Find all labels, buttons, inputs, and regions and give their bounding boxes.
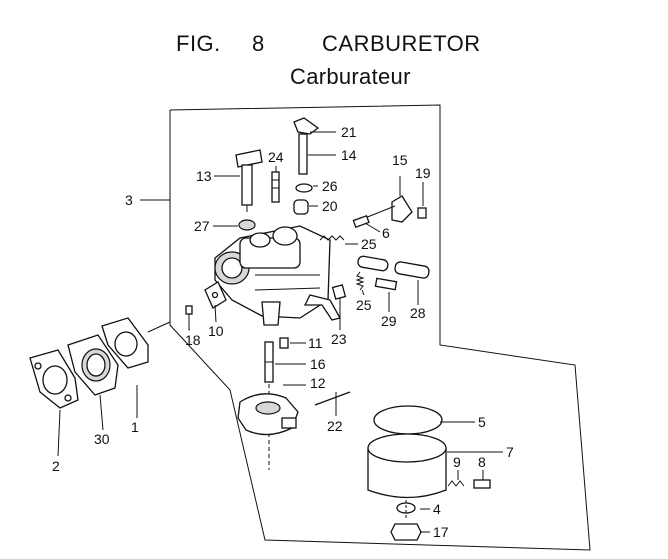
figure-prefix: FIG. xyxy=(176,31,221,56)
part-screw-23 xyxy=(331,284,347,300)
callout-28: 28 xyxy=(410,305,426,321)
callout-13: 13 xyxy=(196,168,212,184)
part-seal-20 xyxy=(293,199,309,215)
callout-8: 8 xyxy=(478,454,486,470)
callout-5: 5 xyxy=(478,414,486,430)
part-screw-19 xyxy=(417,207,427,219)
part-gasket-1 xyxy=(101,317,149,369)
leader-25-lower xyxy=(361,289,365,296)
callout-2: 2 xyxy=(52,458,60,474)
leader-10 xyxy=(214,304,217,323)
assembly-boundary xyxy=(169,104,591,551)
callout-16: 16 xyxy=(310,356,326,372)
part-screw-8 xyxy=(473,479,491,489)
part-gasket-2 xyxy=(29,349,79,409)
part-throttle-shaft-13 xyxy=(235,149,263,212)
part-jet-11 xyxy=(279,337,289,349)
part-float-12 xyxy=(237,393,299,436)
part-gasket-5 xyxy=(373,405,443,435)
part-spring-25-lower xyxy=(355,271,365,291)
part-screw-24 xyxy=(271,171,280,203)
part-float-bowl-7 xyxy=(367,433,447,499)
callout-18: 18 xyxy=(185,332,201,348)
part-spring-25-upper xyxy=(319,235,345,241)
part-spring-9 xyxy=(447,480,465,487)
part-pin-28 xyxy=(394,261,430,279)
part-ring-27 xyxy=(238,219,256,231)
part-pin-29 xyxy=(357,255,398,291)
callout-21: 21 xyxy=(341,124,357,140)
callout-4: 4 xyxy=(433,501,441,517)
callout-10: 10 xyxy=(208,323,224,339)
part-nozzle-16 xyxy=(264,341,274,383)
callout-3: 3 xyxy=(125,192,133,208)
carburetor-body xyxy=(214,225,341,326)
callout-12: 12 xyxy=(310,375,326,391)
part-pin-22 xyxy=(314,391,351,406)
part-screw-18 xyxy=(185,305,193,330)
leader-assembly-link xyxy=(147,321,171,333)
leader-2 xyxy=(57,409,61,457)
leader-6 xyxy=(364,222,381,233)
part-bolt-17 xyxy=(390,523,422,541)
leader-30 xyxy=(99,394,104,431)
callout-14: 14 xyxy=(341,147,357,163)
callout-27: 27 xyxy=(194,218,210,234)
callout-26: 26 xyxy=(322,178,338,194)
callout-1: 1 xyxy=(131,419,139,435)
callout-7: 7 xyxy=(506,444,514,460)
figure-title: FIG. 8 CARBURETOR xyxy=(176,31,481,57)
callout-24: 24 xyxy=(268,149,284,165)
callout-19: 19 xyxy=(415,165,431,181)
part-plate-10 xyxy=(204,281,227,309)
callout-17: 17 xyxy=(433,524,449,540)
callout-9: 9 xyxy=(453,454,461,470)
figure-number: 8 xyxy=(252,31,265,56)
part-choke-plate-15 xyxy=(359,195,413,223)
callout-11: 11 xyxy=(308,335,323,351)
callout-22: 22 xyxy=(327,418,343,434)
callout-29: 29 xyxy=(381,313,397,329)
figure-subtitle: Carburateur xyxy=(290,64,411,89)
callout-15: 15 xyxy=(392,152,408,168)
callout-6: 6 xyxy=(382,225,390,241)
callout-23: 23 xyxy=(331,331,347,347)
part-ring-26 xyxy=(295,183,313,193)
callout-25-lower: 25 xyxy=(356,297,372,313)
figure-name: CARBURETOR xyxy=(322,31,481,56)
part-screw-6 xyxy=(352,214,370,228)
callout-25-upper: 25 xyxy=(361,236,377,252)
part-insulator-30 xyxy=(67,334,119,396)
part-choke-shaft-14 xyxy=(293,117,320,175)
callout-30: 30 xyxy=(94,431,110,447)
callout-20: 20 xyxy=(322,198,338,214)
